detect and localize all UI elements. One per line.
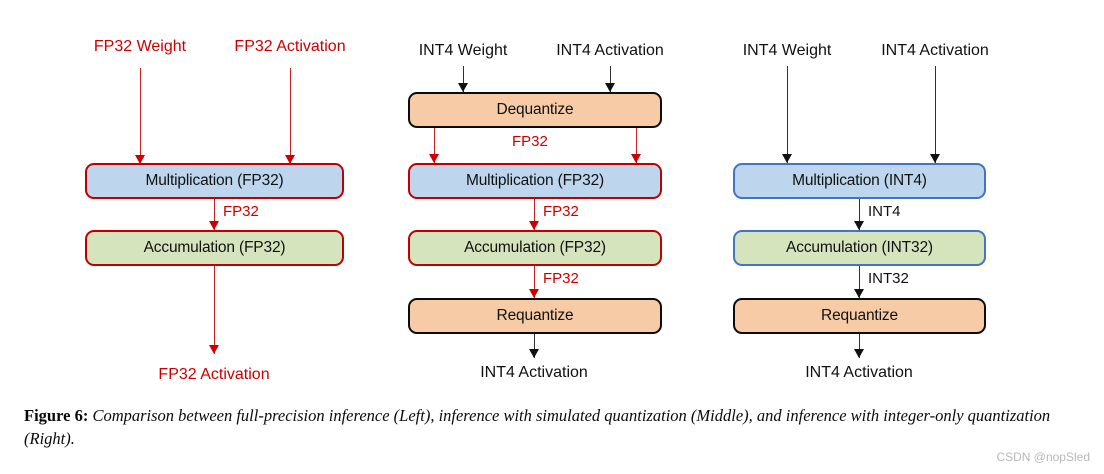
input-label-int4-activation-right: INT4 Activation: [881, 42, 989, 59]
node-accumulation-fp32-middle[interactable]: Accumulation (FP32): [408, 230, 662, 266]
node-requantize-right[interactable]: Requantize: [733, 298, 986, 334]
node-accumulation-fp32[interactable]: Accumulation (FP32): [85, 230, 344, 266]
figure-diagram: FP32 Weight FP32 Activation Multiplicati…: [85, 38, 989, 383]
figure-caption: Figure 6: Comparison between full-precis…: [24, 404, 1080, 450]
edge-label-int4-mult-to-accum: INT4: [868, 203, 901, 220]
edge-label-fp32-mult-to-accum: FP32: [223, 203, 259, 220]
node-multiplication-int4[interactable]: Multiplication (INT4): [733, 163, 986, 199]
input-label-int4-activation-middle: INT4 Activation: [556, 42, 664, 59]
input-label-int4-weight-right: INT4 Weight: [742, 42, 832, 59]
edge-label-int32-accum-to-requant: INT32: [868, 270, 909, 287]
node-requantize-middle[interactable]: Requantize: [408, 298, 662, 334]
output-label-int4-activation-middle: INT4 Activation: [480, 364, 588, 381]
output-label-fp32-activation: FP32 Activation: [158, 366, 270, 383]
node-multiplication-fp32-middle[interactable]: Multiplication (FP32): [408, 163, 662, 199]
node-dequantize-middle[interactable]: Dequantize: [408, 92, 662, 128]
watermark-label: CSDN @nopSled: [996, 450, 1090, 464]
edge-label-fp32-dequant-to-mult: FP32: [512, 133, 548, 150]
figure-caption-text: Comparison between full-precision infere…: [24, 406, 1051, 448]
input-label-fp32-activation: FP32 Activation: [234, 38, 346, 55]
node-accumulation-int32[interactable]: Accumulation (INT32): [733, 230, 986, 266]
input-label-int4-weight-middle: INT4 Weight: [418, 42, 508, 59]
output-label-int4-activation-right: INT4 Activation: [805, 364, 913, 381]
node-multiplication-fp32[interactable]: Multiplication (FP32): [85, 163, 344, 199]
input-label-fp32-weight: FP32 Weight: [93, 38, 187, 55]
edge-label-fp32-accum-to-requant: FP32: [543, 270, 579, 287]
edge-label-fp32-mult-to-accum-middle: FP32: [543, 203, 579, 220]
figure-number: Figure 6:: [24, 406, 89, 425]
